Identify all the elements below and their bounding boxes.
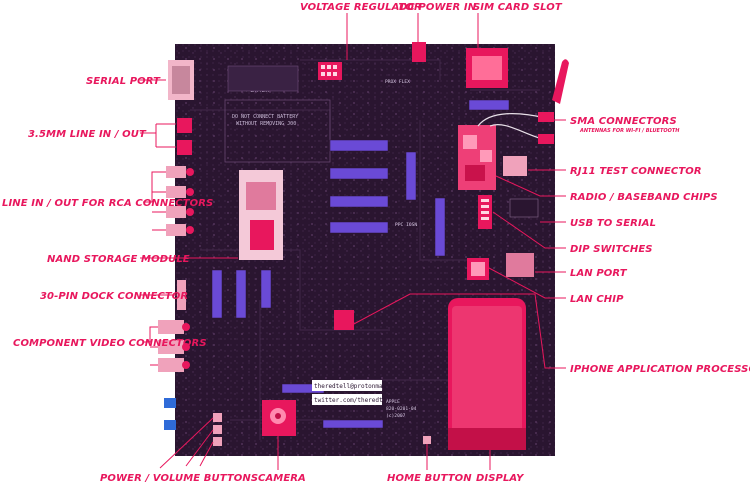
serial-port-component: [168, 60, 194, 100]
nand-module-component: [239, 170, 283, 260]
board-twitter: twitter.com/theredtell: [314, 397, 394, 404]
label-lan-port: LAN PORT: [570, 268, 628, 279]
label-lan-chip: LAN CHIP: [570, 294, 624, 305]
prox-flex-text: PROX FLEX: [385, 79, 410, 85]
leader-lines: [140, 13, 566, 470]
board-apple: APPLE: [386, 399, 400, 405]
sim-card-slot-component: [466, 48, 508, 88]
label-rj11-test-connector: RJ11 TEST CONNECTOR: [570, 166, 702, 177]
label-power-volume-buttons: POWER / VOLUME BUTTONS: [100, 473, 258, 484]
label-line-in-out-35mm: 3.5MM LINE IN / OUT: [28, 129, 147, 140]
lan-port-component: [506, 253, 534, 277]
expansion-slots: [211, 99, 510, 429]
battery-outline: [224, 99, 331, 163]
voltage-regulator-component: [318, 62, 342, 80]
rca-connectors: [166, 166, 194, 236]
board-copyright: (c)2007: [386, 413, 406, 419]
label-radio-baseband: RADIO / BASEBAND CHIPS: [570, 192, 718, 203]
label-dc-power-in: DC POWER IN: [399, 2, 477, 13]
battery-warning-line-2: WITHOUT REMOVING J00: [236, 121, 296, 127]
label-camera: CAMERA: [258, 473, 306, 484]
dc-power-jack: [412, 42, 426, 62]
label-dip-switches: DIP SWITCHES: [570, 244, 653, 255]
label-app-processor: IPHONE APPLICATION PROCESSOR POP STACK: [570, 364, 750, 375]
ppc-text: PPC IOSN: [395, 222, 417, 228]
dock-connector-component: [177, 280, 186, 310]
board-part-no: 820-0201-04: [386, 406, 417, 412]
board-contact-texts: theredtell@protonmail.ch twitter.com/the…: [312, 380, 417, 419]
display-component: [448, 298, 526, 450]
rj11-component: [503, 156, 527, 176]
camera-component: [262, 400, 296, 436]
component-video-jacks: [158, 320, 190, 372]
label-serial-port: SERIAL PORT: [86, 76, 161, 87]
label-usb-to-serial: USB TO SERIAL: [570, 218, 656, 229]
board-email: theredtell@protonmail.ch: [314, 383, 401, 390]
battery-warning-line-1: DO NOT CONNECT BATTERY: [232, 114, 298, 120]
label-line-in-out-rca: LINE IN / OUT FOR RCA CONNECTORS: [2, 198, 213, 209]
label-dock-connector: 30-PIN DOCK CONNECTOR: [40, 291, 188, 302]
lan-chip-component: [467, 258, 489, 280]
label-voltage-regulator: VOLTAGE REGULATOR: [300, 2, 422, 13]
usb-serial-component: [509, 198, 539, 218]
label-sim-card-slot: SIM CARD SLOT: [473, 2, 563, 13]
battery-connector: [227, 65, 299, 92]
radio-baseband-component: [458, 125, 496, 190]
label-component-video: COMPONENT VIDEO CONNECTORS: [13, 338, 207, 349]
label-nand-storage-module: NAND STORAGE MODULE: [47, 254, 190, 265]
label-sma-connectors: SMA CONNECTORS: [570, 116, 677, 127]
pcb-board: [175, 44, 555, 456]
dip-switch-component: [478, 195, 492, 229]
sma-antennas: [538, 59, 569, 144]
label-sma-subtitle: ANTENNAS FOR WI-FI / BLUETOOTH: [579, 128, 680, 134]
audio-jacks: [177, 118, 192, 155]
power-volume-button-components: [164, 398, 222, 446]
label-home-button: HOME BUTTON: [387, 473, 472, 484]
label-display: DISPLAY: [476, 473, 525, 484]
home-button-component: [423, 436, 431, 444]
app-processor-component: [334, 310, 354, 330]
